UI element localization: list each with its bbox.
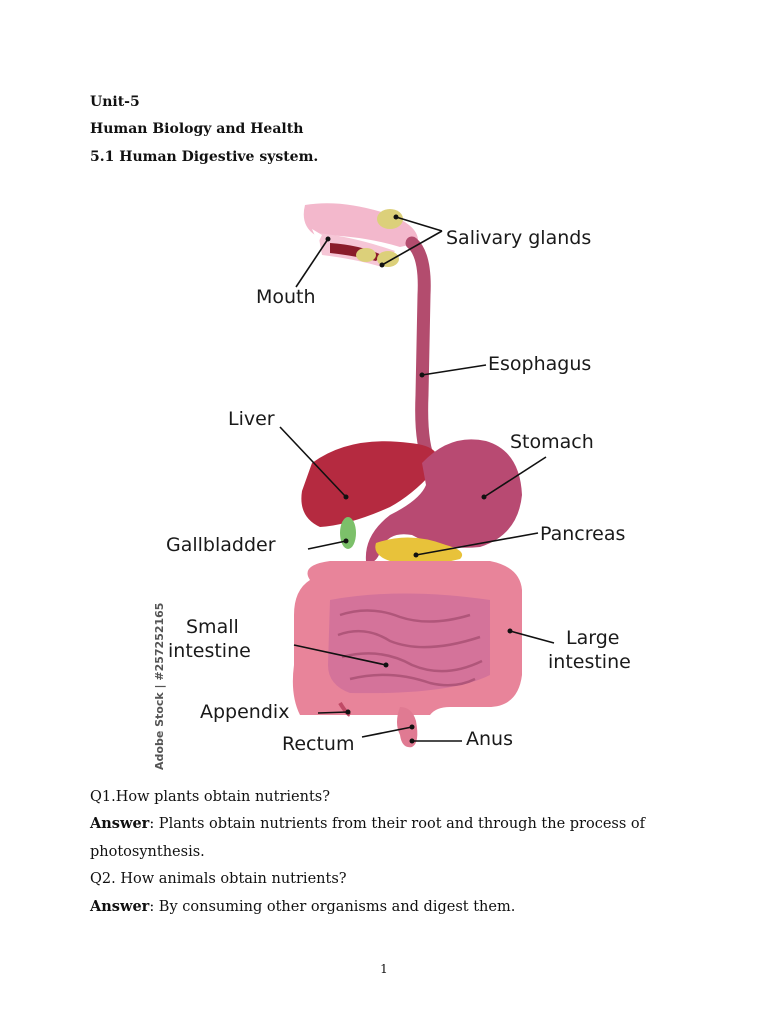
digestive-system-diagram: Salivary glands Mouth Esophagus Liver St…: [153, 203, 631, 770]
answer-1-label: Answer: [90, 815, 150, 832]
label-anus: Anus: [466, 728, 513, 750]
pointer-lines: [279, 216, 555, 742]
label-esophagus: Esophagus: [488, 353, 591, 375]
mouth-illustration: [303, 203, 419, 267]
unit-heading: Unit-5: [90, 94, 140, 110]
small-intestine-illustration: [328, 593, 490, 694]
label-rectum: Rectum: [282, 733, 354, 755]
label-mouth: Mouth: [256, 286, 316, 308]
answer-2-text: : By consuming other organisms and diges…: [149, 899, 516, 915]
label-stomach: Stomach: [510, 431, 594, 453]
answer-2: Answer: By consuming other organisms and…: [90, 898, 516, 915]
label-small-intestine-line1: Small: [186, 616, 239, 638]
intestine-coils: [337, 609, 483, 687]
chapter-title: Human Biology and Health: [90, 121, 304, 137]
label-pancreas: Pancreas: [540, 523, 625, 545]
label-small-intestine-line2: intestine: [168, 640, 251, 662]
label-large-intestine-line1: Large: [566, 627, 619, 649]
question-1: Q1.How plants obtain nutrients?: [90, 789, 331, 805]
answer-2-label: Answer: [90, 898, 150, 915]
label-appendix: Appendix: [200, 701, 289, 723]
question-2: Q2. How animals obtain nutrients?: [90, 871, 347, 887]
label-gallbladder: Gallbladder: [166, 534, 276, 556]
stomach-illustration: [365, 439, 522, 563]
esophagus-illustration: [405, 236, 437, 470]
label-liver: Liver: [228, 408, 275, 430]
stock-watermark: Adobe Stock | #257252165: [153, 603, 166, 770]
pancreas-illustration: [375, 537, 463, 564]
liver-illustration: [301, 441, 438, 527]
appendix-illustration: [338, 701, 352, 717]
pointer-dots: [325, 214, 513, 744]
section-title: 5.1 Human Digestive system.: [90, 149, 319, 165]
answer-1-continued: photosynthesis.: [90, 844, 205, 860]
rectum-illustration: [397, 707, 418, 748]
answer-1: Answer: Plants obtain nutrients from the…: [90, 815, 645, 832]
gallbladder-illustration: [340, 517, 356, 549]
label-salivary-glands: Salivary glands: [446, 227, 591, 249]
answer-1-text: : Plants obtain nutrients from their roo…: [149, 816, 645, 832]
page-number: 1: [380, 962, 388, 976]
label-large-intestine-line2: intestine: [548, 651, 631, 673]
